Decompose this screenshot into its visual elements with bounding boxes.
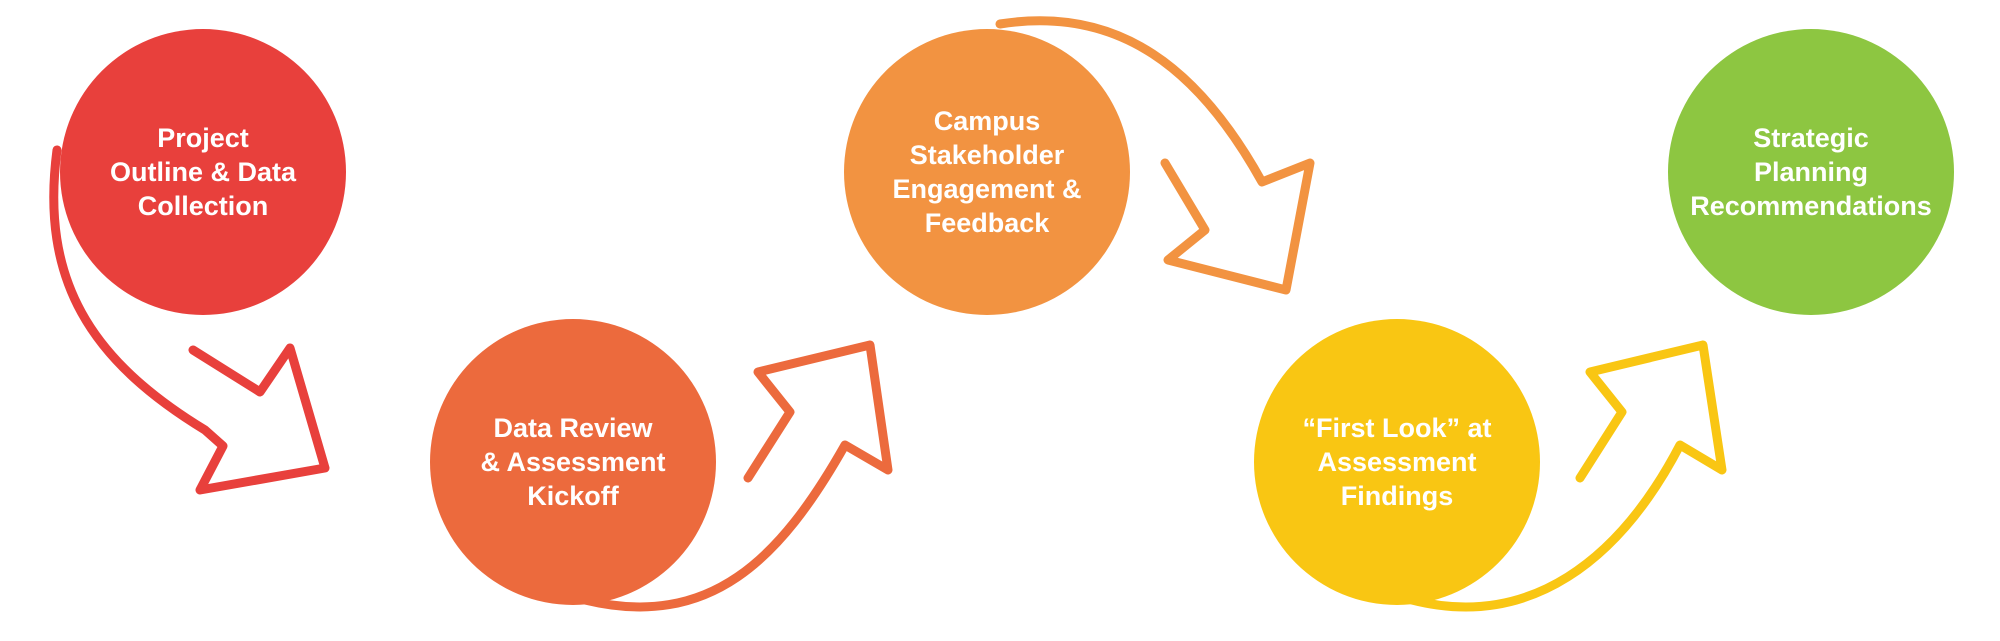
step-1-label-line: Collection	[138, 191, 269, 221]
step-3-label-line: Campus	[934, 106, 1041, 136]
step-4-label-line: “First Look” at	[1302, 413, 1491, 443]
step-5-label-line: Recommendations	[1690, 191, 1932, 221]
step-5-label-line: Planning	[1754, 157, 1868, 187]
step-2-label-line: Data Review	[493, 413, 653, 443]
step-3-label-line: Engagement &	[892, 174, 1081, 204]
arrow-4-to-5	[1407, 340, 1727, 612]
step-4-label-line: Findings	[1341, 481, 1453, 511]
arrow-3-to-4	[995, 16, 1315, 295]
step-2-circle	[430, 319, 716, 605]
step-1-label-line: Outline & Data	[110, 157, 297, 187]
step-3-circle	[844, 29, 1130, 315]
step-5-circle	[1668, 29, 1954, 315]
step-1-label-line: Project	[157, 123, 249, 153]
arrow-2-to-3	[580, 340, 893, 612]
step-1-circle	[60, 29, 346, 315]
step-4-label-line: Assessment	[1317, 447, 1476, 477]
step-5-label-line: Strategic	[1753, 123, 1869, 153]
step-2-label-line: Kickoff	[527, 481, 620, 511]
arrow-1-to-2	[49, 145, 330, 495]
step-3-label-line: Stakeholder	[910, 140, 1065, 170]
step-3-label-line: Feedback	[925, 208, 1051, 238]
step-4-circle	[1254, 319, 1540, 605]
step-2-label-line: & Assessment	[480, 447, 665, 477]
